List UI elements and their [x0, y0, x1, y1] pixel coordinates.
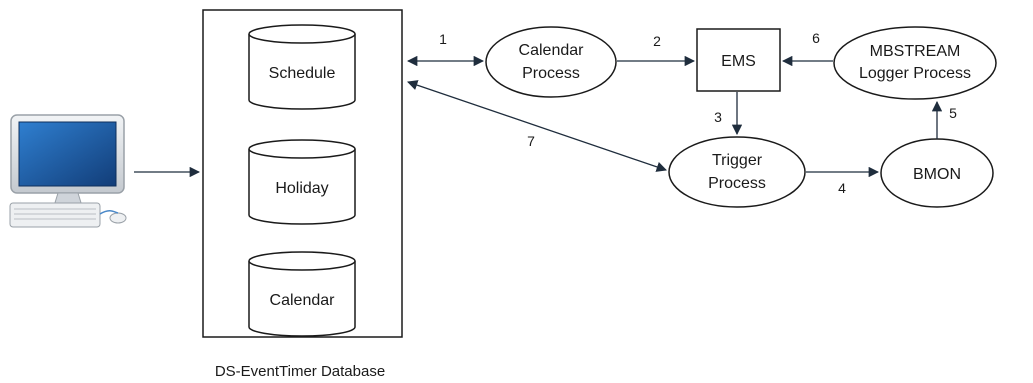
mbstream-logger-node [833, 26, 997, 100]
flow-7-arrow [407, 80, 667, 172]
bmon-label: BMON [913, 166, 961, 183]
ems-label: EMS [721, 53, 756, 70]
flow-7-label: 7 [527, 133, 535, 149]
desktop-computer-icon [9, 114, 127, 228]
flow-1-label: 1 [439, 31, 447, 47]
calendar-process-label-2: Process [522, 65, 580, 82]
mbstream-label-1: MBSTREAM [870, 43, 961, 60]
holiday-table-label: Holiday [275, 180, 328, 197]
calendar-process-label-1: Calendar [519, 42, 585, 59]
flow-5-label: 5 [949, 105, 957, 121]
calendar-table-icon [248, 251, 356, 337]
flow-2-label: 2 [653, 33, 661, 49]
flow-3-label: 3 [714, 109, 722, 125]
schedule-table-label: Schedule [269, 65, 336, 82]
calendar-process-node [485, 26, 617, 98]
flow-6-label: 6 [812, 30, 820, 46]
trigger-process-label-1: Trigger [712, 152, 763, 169]
database-caption: DS-EventTimer Database [215, 363, 385, 380]
holiday-table-icon [248, 139, 356, 225]
schedule-table-icon [248, 24, 356, 110]
ems-node [696, 28, 781, 92]
trigger-process-node [668, 136, 806, 208]
flow-4-label: 4 [838, 180, 846, 196]
trigger-process-label-2: Process [708, 175, 766, 192]
mbstream-label-2: Logger Process [859, 65, 971, 82]
calendar-table-label: Calendar [270, 292, 336, 309]
